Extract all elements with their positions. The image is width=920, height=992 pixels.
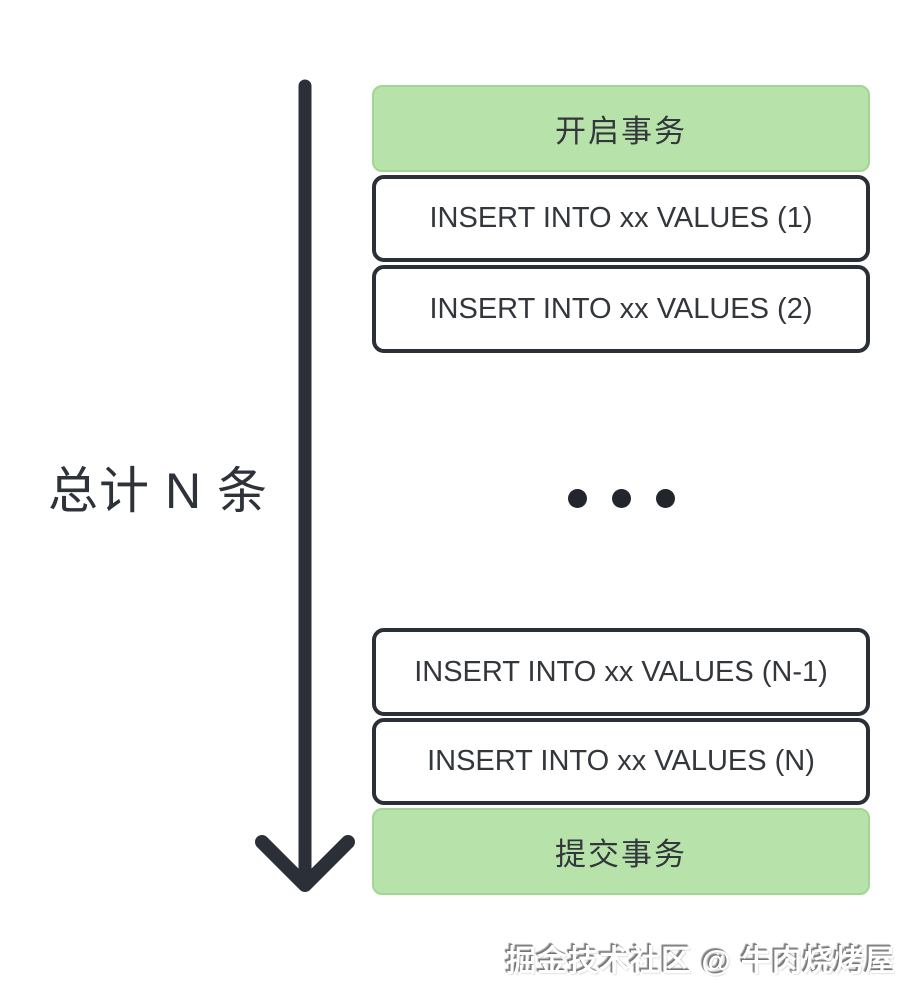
total-count-label: 总计 N 条 <box>48 463 268 519</box>
ellipsis-dot <box>567 489 587 508</box>
insert-2-label: INSERT INTO xx VALUES (2) <box>429 292 813 325</box>
ellipsis-dot <box>611 489 631 508</box>
insert-1-label: INSERT INTO xx VALUES (1) <box>429 202 813 234</box>
watermark-text: 掘金技术社区 @ 牛肉烧烤屋 <box>506 945 896 978</box>
flow-box-insert-2: INSERT INTO xx VALUES (2) <box>372 265 870 353</box>
flow-box-commit-transaction: 提交事务 <box>372 808 870 895</box>
commit-transaction-label: 提交事务 <box>555 837 687 872</box>
begin-transaction-label: 开启事务 <box>555 114 687 149</box>
arrow-head <box>255 835 355 892</box>
flow-box-insert-n: INSERT INTO xx VALUES (N) <box>372 718 870 805</box>
flow-box-begin-transaction: 开启事务 <box>372 85 870 172</box>
insert-n-minus-1-label: INSERT INTO xx VALUES (N-1) <box>414 655 828 688</box>
ellipsis-dot <box>655 489 675 508</box>
insert-n-label: INSERT INTO xx VALUES (N) <box>427 745 815 777</box>
down-arrow-icon <box>255 79 355 892</box>
flow-box-insert-n-minus-1: INSERT INTO xx VALUES (N-1) <box>372 628 870 716</box>
ellipsis-dots <box>372 489 870 508</box>
flow-box-insert-1: INSERT INTO xx VALUES (1) <box>372 175 870 262</box>
